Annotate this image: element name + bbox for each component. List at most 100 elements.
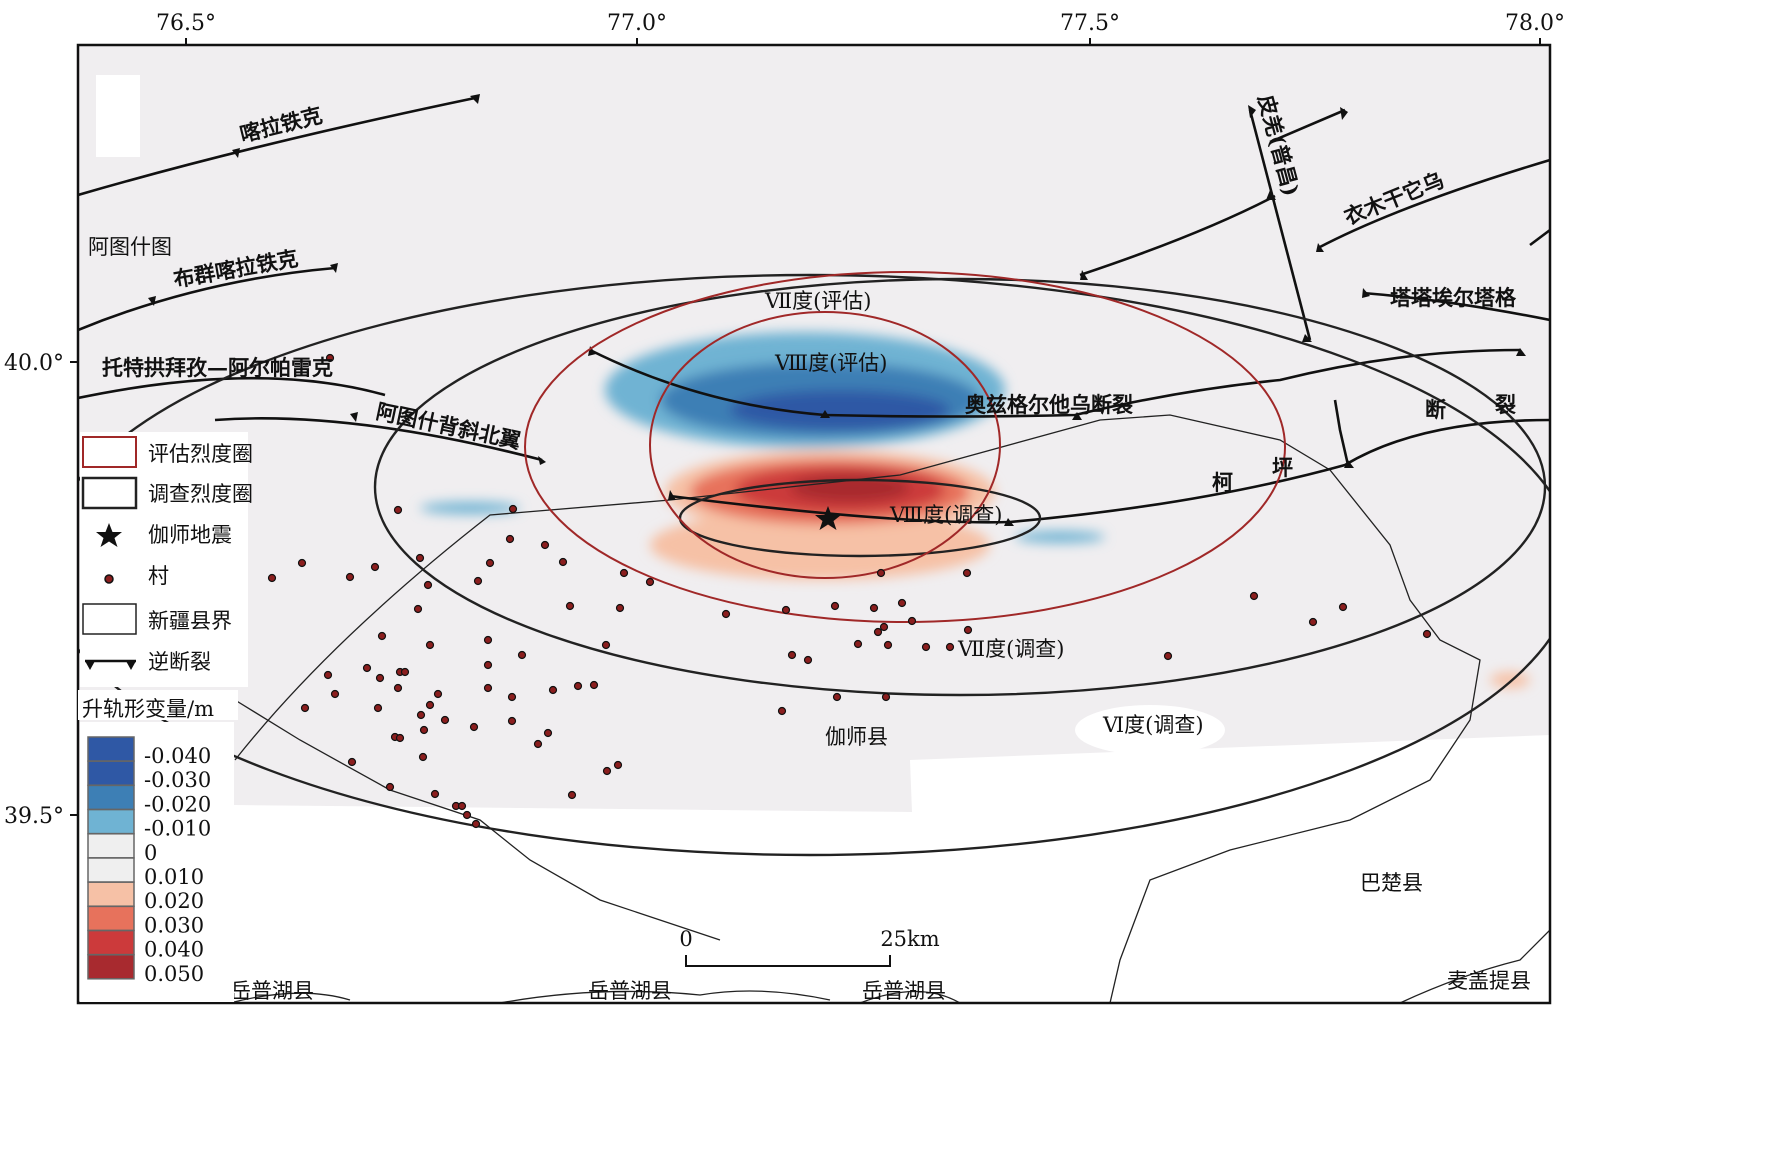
village-marker bbox=[881, 692, 891, 702]
village-marker bbox=[565, 601, 575, 611]
village-marker bbox=[425, 640, 435, 650]
village-marker bbox=[507, 716, 517, 726]
village-marker bbox=[400, 667, 410, 677]
village-marker bbox=[879, 622, 889, 632]
colorbar-label: -0.040 bbox=[144, 744, 211, 768]
village-marker bbox=[602, 766, 612, 776]
village-marker bbox=[601, 640, 611, 650]
lon-tick: 77.0° bbox=[607, 11, 667, 36]
village-marker bbox=[507, 692, 517, 702]
fault-label: 奥兹格尔他乌断裂 bbox=[965, 392, 1133, 417]
colorbar-label: -0.010 bbox=[144, 817, 211, 841]
lat-tick: 39.5° bbox=[4, 804, 64, 829]
scale-bar bbox=[685, 955, 891, 967]
village-marker bbox=[416, 710, 426, 720]
village-marker bbox=[418, 752, 428, 762]
village-marker bbox=[533, 739, 543, 749]
colorbar-label: -0.020 bbox=[144, 792, 211, 816]
village-marker bbox=[325, 353, 335, 363]
place-label: 麦盖提县 bbox=[1447, 969, 1531, 993]
village-marker bbox=[457, 801, 467, 811]
colorbar-swatch bbox=[87, 929, 135, 956]
village-marker bbox=[267, 573, 277, 583]
lon-tick: 76.5° bbox=[156, 11, 216, 36]
village-marker bbox=[483, 660, 493, 670]
colorbar-label: 0.010 bbox=[144, 865, 204, 889]
fault-teeth bbox=[148, 94, 1526, 526]
village-marker bbox=[345, 572, 355, 582]
village-marker bbox=[1308, 617, 1318, 627]
village-marker bbox=[385, 782, 395, 792]
village-marker bbox=[393, 505, 403, 515]
village-marker bbox=[589, 680, 599, 690]
legend-survey-swatch bbox=[81, 476, 138, 510]
village-marker bbox=[803, 655, 813, 665]
legend-village-icon bbox=[104, 574, 114, 584]
village-marker bbox=[558, 557, 568, 567]
village-marker bbox=[907, 616, 917, 626]
village-marker bbox=[330, 689, 340, 699]
village-marker bbox=[1163, 651, 1173, 661]
village-marker bbox=[393, 683, 403, 693]
colorbar-label: 0 bbox=[144, 841, 157, 865]
fault-label: 托特拱拜孜—阿尔帕雷克 bbox=[102, 355, 333, 380]
colorbar-swatch bbox=[87, 954, 135, 980]
village-marker bbox=[945, 642, 955, 652]
village-marker bbox=[471, 819, 481, 829]
place-label: 岳普湖县 bbox=[862, 979, 946, 1003]
colorbar-label: 0.050 bbox=[144, 962, 204, 986]
epicenter-star-icon bbox=[815, 506, 841, 530]
intensity-label: Ⅶ度(评估) bbox=[764, 289, 872, 313]
intensity-label: Ⅷ度(评估) bbox=[774, 351, 887, 375]
village-marker bbox=[573, 681, 583, 691]
colorbar-swatch bbox=[87, 784, 135, 811]
village-marker bbox=[897, 598, 907, 608]
village-marker bbox=[567, 790, 577, 800]
village-marker bbox=[483, 635, 493, 645]
village-marker bbox=[373, 703, 383, 713]
place-label: 阿图什图 bbox=[88, 235, 172, 259]
village-marker bbox=[517, 650, 527, 660]
legend-label: 新疆县界 bbox=[148, 609, 232, 633]
village-marker bbox=[430, 789, 440, 799]
map-frame bbox=[76, 43, 1552, 1005]
village-marker bbox=[832, 692, 842, 702]
village-marker bbox=[619, 568, 629, 578]
village-marker bbox=[462, 810, 472, 820]
colorbar-swatch bbox=[87, 736, 135, 762]
legend-label: 逆断裂 bbox=[148, 650, 211, 674]
village-marker bbox=[963, 625, 973, 635]
place-label: 伽师县 bbox=[825, 725, 888, 749]
lon-tick: 78.0° bbox=[1505, 11, 1565, 36]
legend: 评估烈度圈 调查烈度圈 伽师地震 村 新疆县界 逆断裂 升轨形变量/m -0.0… bbox=[78, 432, 253, 1002]
intensity-label: Ⅶ度(调查) bbox=[957, 637, 1065, 661]
village-marker bbox=[883, 640, 893, 650]
fault-label: 裂 bbox=[1495, 392, 1516, 417]
assessed-intensity-circles bbox=[524, 271, 1286, 623]
colorbar-swatch bbox=[87, 881, 135, 907]
village-marker bbox=[505, 534, 515, 544]
colorbar-label: -0.030 bbox=[144, 768, 211, 792]
legend-label: 村 bbox=[148, 564, 169, 588]
village-marker bbox=[347, 757, 357, 767]
colorbar-title: 升轨形变量/m bbox=[82, 697, 214, 721]
colorbar-swatch bbox=[87, 905, 135, 932]
fault-label: 塔塔埃尔塔格 bbox=[1390, 285, 1517, 310]
village-marker bbox=[540, 540, 550, 550]
village-marker bbox=[413, 604, 423, 614]
village-marker bbox=[419, 725, 429, 735]
colorbar-label: 0.020 bbox=[144, 889, 204, 913]
village-marker bbox=[921, 642, 931, 652]
village-marker bbox=[377, 631, 387, 641]
legend-label: 评估烈度圈 bbox=[148, 442, 253, 466]
colorbar-swatch bbox=[87, 833, 135, 859]
villages bbox=[267, 353, 1432, 829]
village-marker bbox=[508, 504, 518, 514]
village-marker bbox=[645, 577, 655, 587]
village-marker bbox=[469, 722, 479, 732]
village-marker bbox=[1422, 629, 1432, 639]
village-marker bbox=[415, 553, 425, 563]
scale-start: 0 bbox=[679, 927, 692, 951]
place-label: 岳普湖县 bbox=[588, 979, 672, 1003]
legend-label: 调查烈度圈 bbox=[148, 482, 253, 506]
